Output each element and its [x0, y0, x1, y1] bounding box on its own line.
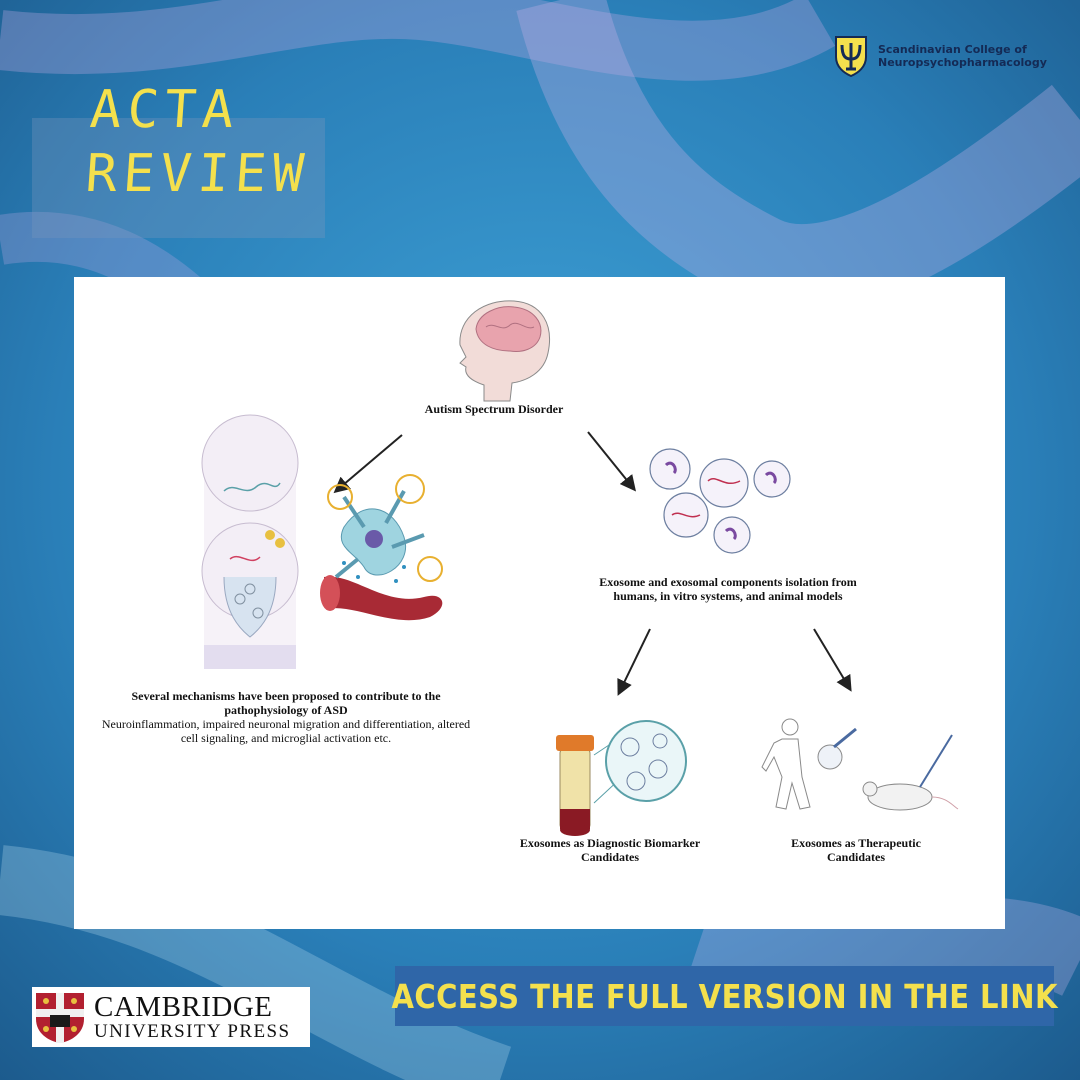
journal-title: ACTA REVIEW: [84, 78, 317, 206]
mechanisms-body: Neuroinflammation, impaired neuronal mig…: [101, 717, 471, 745]
diagnostic-label: Exosomes as Diagnostic Biomarker Candida…: [519, 836, 701, 864]
arrow-to-diagnostic: [617, 628, 651, 696]
publisher-subname: UNIVERSITY PRESS: [94, 1021, 291, 1042]
college-logo: Scandinavian College of Neuropsychopharm…: [834, 34, 1047, 78]
cambridge-crest-icon: [36, 993, 84, 1043]
diagram-graphics: [201, 300, 959, 836]
arrow-to-therapeutic: [813, 628, 852, 692]
exosome-isolation-label: Exosome and exosomal components isolatio…: [599, 575, 857, 603]
diagram-panel: Autism Spectrum Disorder Several mechani…: [74, 277, 1005, 929]
therapeutic-label: Exosomes as Therapeutic Candidates: [791, 836, 921, 864]
access-link-banner[interactable]: ACCESS THE FULL VERSION IN THE LINK: [391, 966, 1057, 1026]
access-link-text: ACCESS THE FULL VERSION IN THE LINK: [391, 976, 1058, 1016]
synapse-illustration: [201, 414, 299, 669]
title-line-review: REVIEW: [83, 144, 312, 204]
college-line-2: Neuropsychopharmacology: [878, 56, 1047, 69]
arrow-to-exosomes: [587, 431, 637, 492]
college-line-1: Scandinavian College of: [878, 43, 1027, 56]
arrow-to-mechanisms: [333, 434, 403, 494]
child-brain-icon: [459, 300, 550, 402]
mechanisms-node: Several mechanisms have been proposed to…: [96, 689, 476, 745]
root-node-label: Autism Spectrum Disorder: [424, 402, 564, 416]
publisher-name: CAMBRIDGE: [94, 991, 273, 1023]
sample-tube-illustration: [556, 720, 687, 836]
neuroinflammation-illustration: [320, 474, 443, 621]
mechanisms-title: Several mechanisms have been proposed to…: [131, 689, 441, 717]
title-line-acta: ACTA: [88, 80, 242, 140]
psi-shield-icon: [835, 36, 867, 77]
cambridge-logo: CAMBRIDGE UNIVERSITY PRESS: [32, 987, 310, 1047]
therapeutic-illustration: [761, 718, 959, 811]
title-backdrop: [32, 118, 325, 238]
college-name: Scandinavian College of Neuropsychopharm…: [878, 43, 1047, 69]
exosome-cluster-illustration: [649, 448, 791, 554]
